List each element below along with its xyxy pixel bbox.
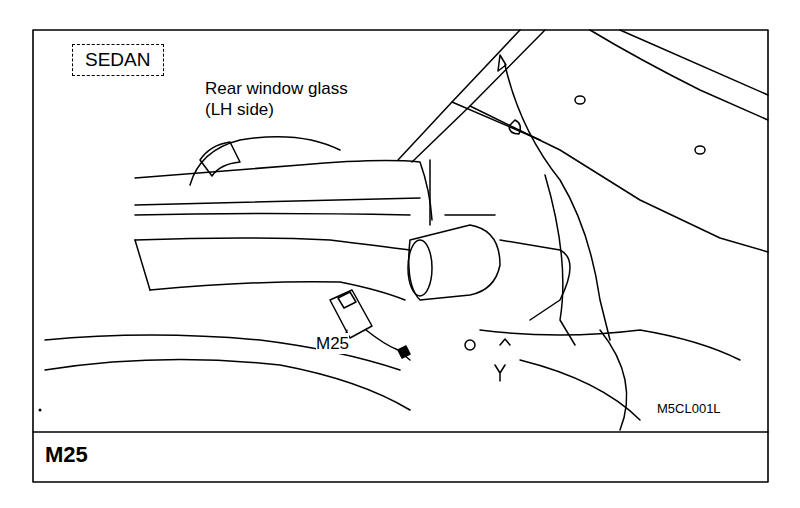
roof-line (590, 30, 768, 120)
figure-code: M5CL001L (657, 401, 721, 417)
belt-bracket (200, 142, 240, 176)
variant-box: SEDAN (72, 44, 164, 76)
bracket (500, 240, 570, 320)
floor (45, 360, 410, 410)
trim (135, 240, 150, 290)
callout-number: M25 (316, 333, 349, 354)
roof-line (620, 30, 768, 95)
bolt (500, 339, 510, 345)
harness (505, 65, 610, 340)
package-tray (135, 198, 420, 205)
hole (575, 96, 585, 104)
package-tray (135, 161, 432, 220)
hole (695, 146, 705, 154)
wheelhouse (600, 330, 627, 430)
clip (509, 120, 520, 134)
belt (430, 160, 495, 225)
part-name: Rear window glass (LH side) (205, 78, 365, 121)
connector (338, 292, 356, 308)
belt-cover (190, 137, 340, 185)
clip (398, 346, 410, 358)
retractor (409, 225, 500, 300)
clip (498, 55, 506, 71)
bolt (465, 340, 475, 350)
variant-label: SEDAN (85, 48, 151, 72)
bolt (495, 365, 505, 381)
trim (135, 238, 410, 250)
frame (33, 30, 768, 482)
title: M25 (45, 441, 88, 469)
package-tray (135, 214, 410, 216)
frame-divider (33, 431, 768, 433)
trim (150, 282, 405, 300)
connector (330, 290, 372, 338)
pillar-edge (398, 30, 520, 160)
retractor (408, 240, 432, 296)
pillar-edge (412, 30, 545, 162)
body-line (470, 106, 768, 252)
body-line (452, 102, 540, 140)
harness (366, 330, 410, 360)
harness (545, 175, 575, 345)
dot (39, 409, 42, 412)
